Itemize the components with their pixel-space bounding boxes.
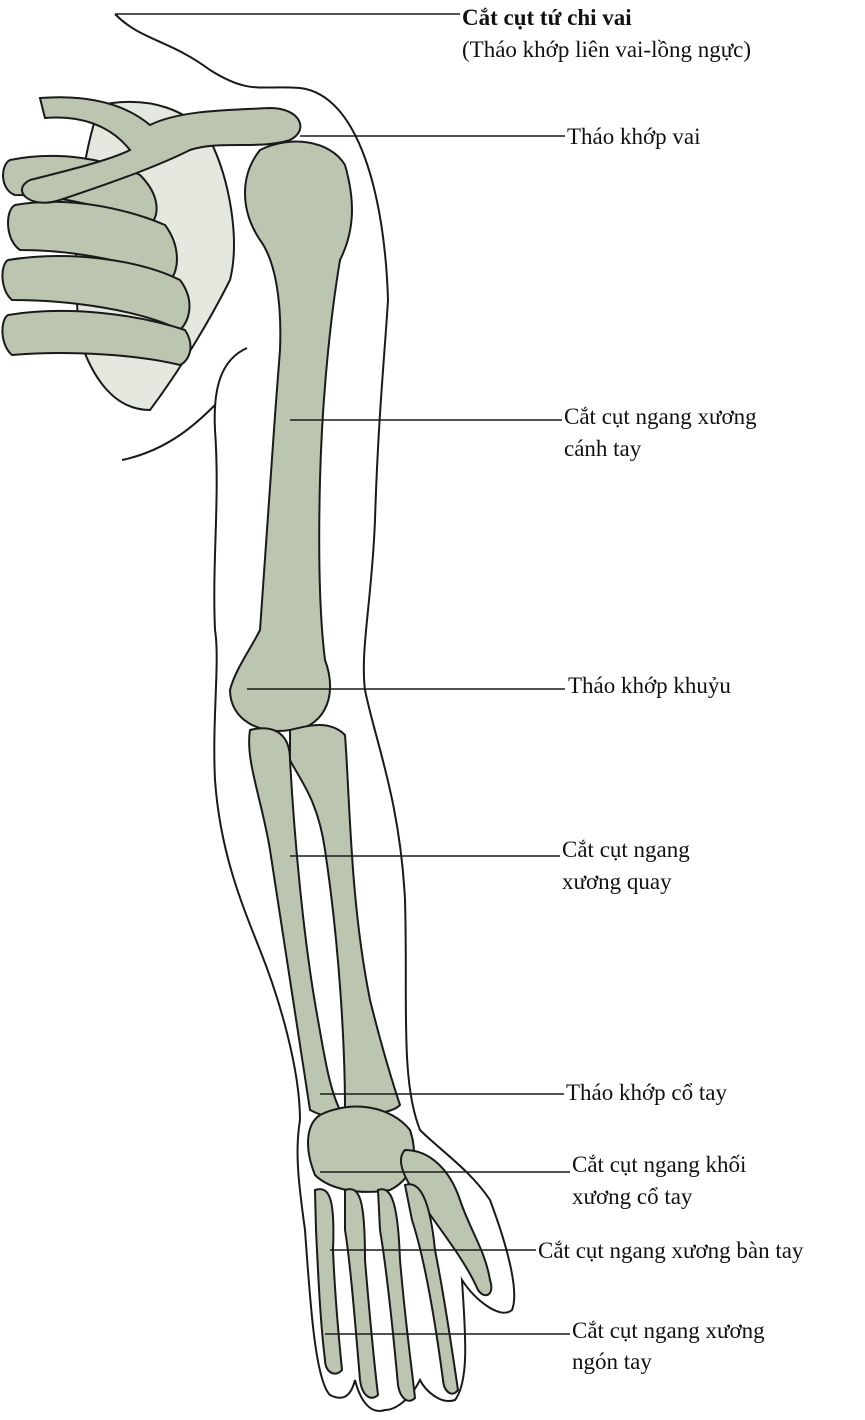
finger [344, 1188, 380, 1399]
label-wrist: Tháo khớp cổ tay [566, 1080, 727, 1105]
clavicle [21, 96, 302, 204]
carpal-bones [307, 1105, 415, 1193]
leader-lines [115, 13, 570, 1335]
label-shoulder-girdle-title: Cắt cụt tứ chi vai [462, 5, 632, 30]
label-humerus-2: cánh tay [564, 436, 642, 461]
label-carpal-1: Cắt cụt ngang khối [572, 1152, 747, 1177]
label-humerus-1: Cắt cụt ngang xương [564, 404, 757, 429]
label-phalanx-2: ngón tay [572, 1349, 652, 1374]
label-elbow: Tháo khớp khuỷu [568, 673, 731, 698]
label-radius-2: xương quay [562, 869, 672, 894]
label-metacarpal: Cắt cụt ngang xương bàn tay [538, 1238, 804, 1263]
finger [313, 1188, 344, 1375]
label-shoulder: Tháo khớp vai [567, 124, 701, 149]
label-phalanx-1: Cắt cụt ngang xương [572, 1318, 765, 1343]
rib [1, 309, 192, 367]
radius [289, 724, 402, 1115]
humerus [228, 140, 353, 732]
label-carpal-2: xương cổ tay [572, 1184, 693, 1209]
finger [403, 1183, 460, 1395]
body-outline [114, 13, 516, 1412]
label-radius-1: Cắt cụt ngang [562, 837, 690, 862]
label-shoulder-girdle-subtitle: (Tháo khớp liên vai-lồng ngực) [462, 37, 752, 62]
finger [376, 1188, 417, 1402]
